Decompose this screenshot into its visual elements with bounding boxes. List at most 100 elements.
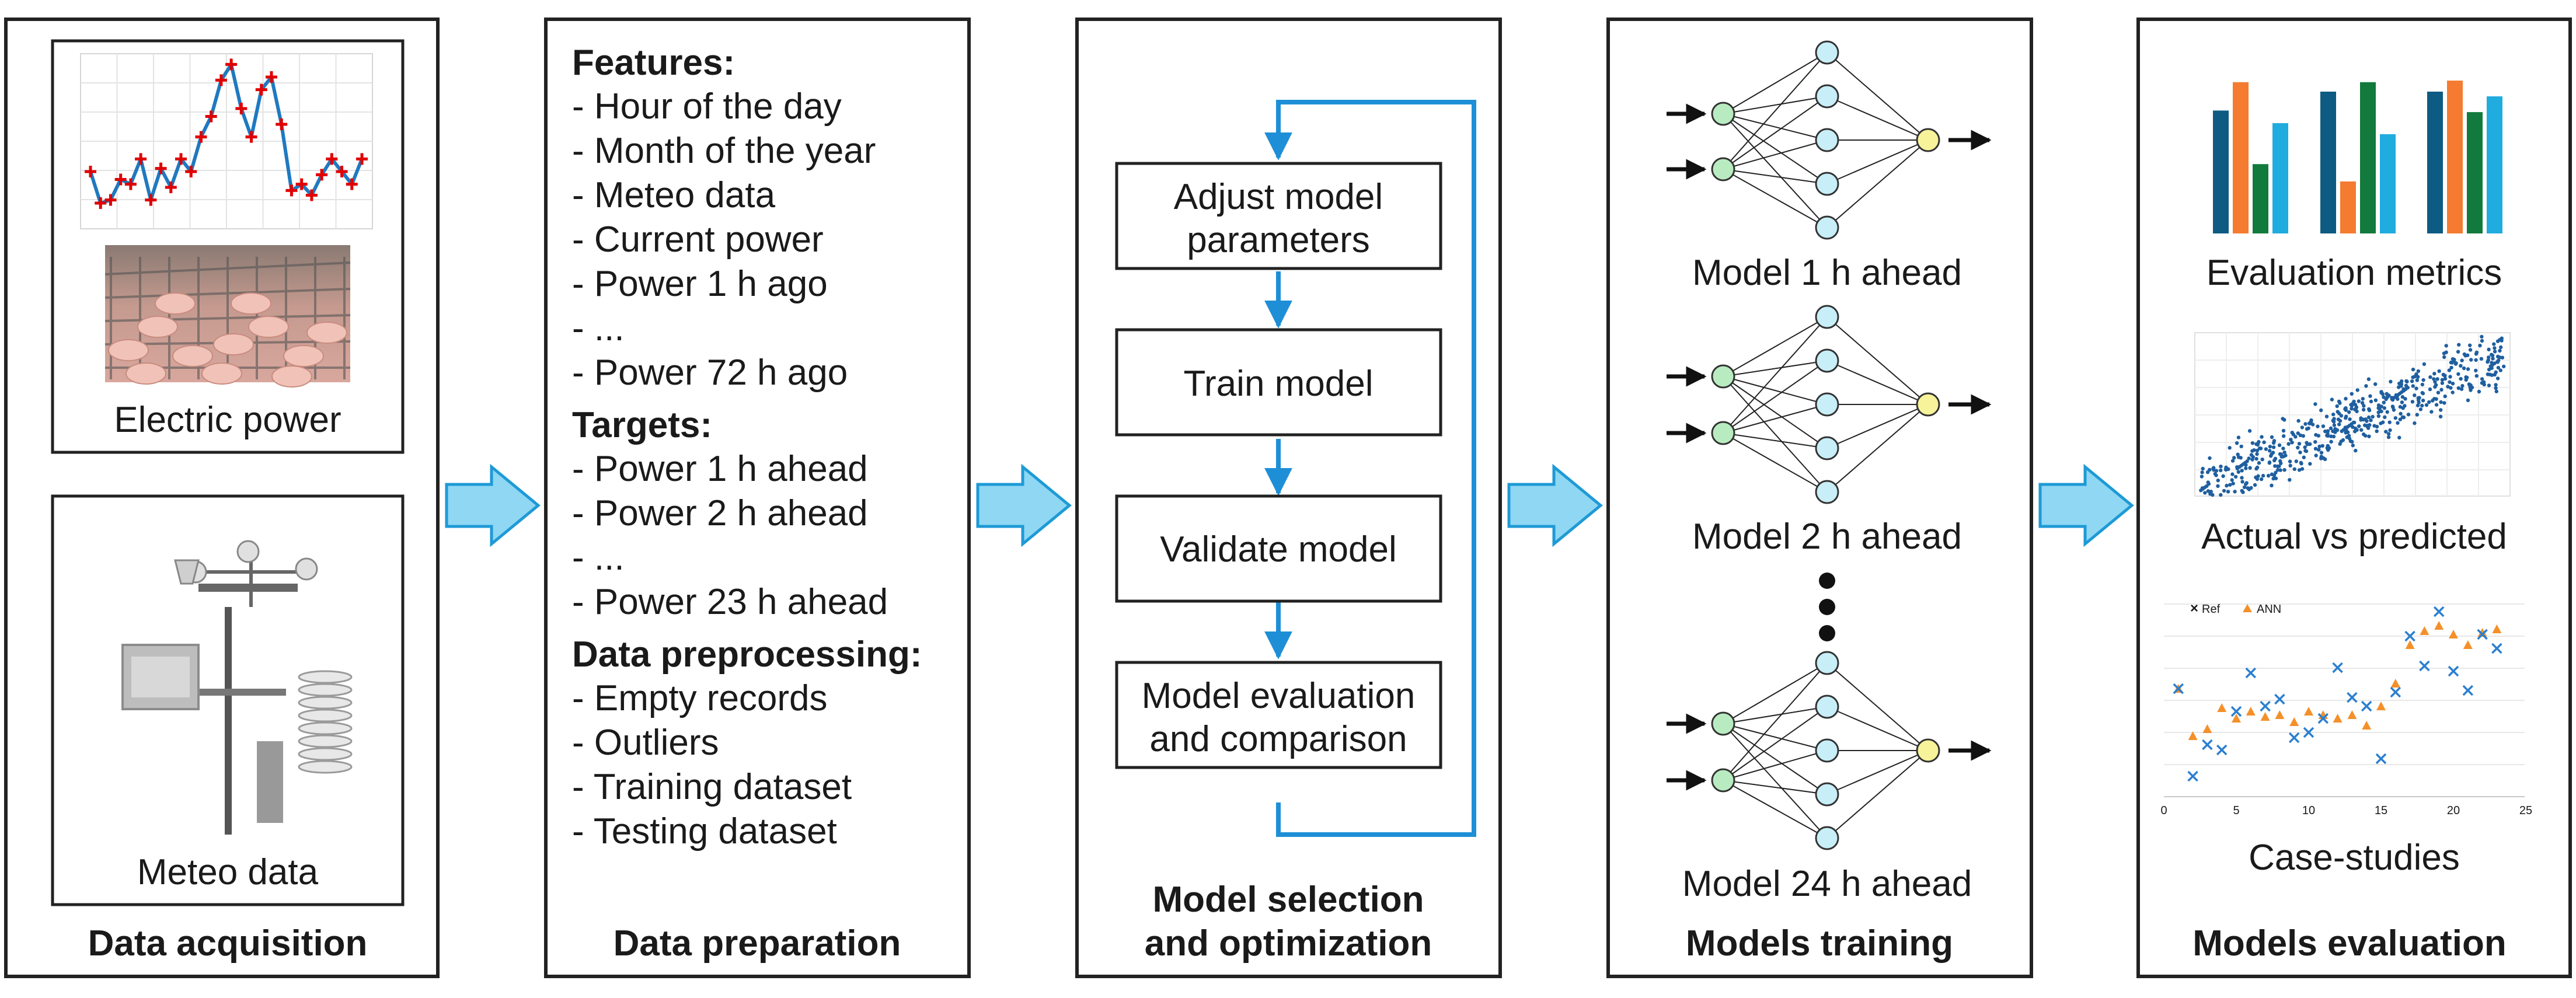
pig — [213, 333, 254, 355]
ref-marker — [2216, 744, 2228, 756]
pig — [201, 362, 242, 385]
ref-marker — [2419, 660, 2430, 672]
power-marker — [326, 153, 338, 165]
power-marker — [205, 110, 217, 123]
power-marker — [135, 153, 147, 165]
power-marker — [185, 166, 197, 177]
power-marker — [285, 184, 298, 197]
section-heading: Targets: — [572, 405, 712, 445]
power-marker — [266, 71, 277, 83]
hidden-node — [1815, 40, 1839, 65]
step-train: Train model — [1183, 364, 1373, 404]
step-adjust-line1: Adjust model — [1174, 177, 1383, 217]
metric-bar — [2272, 123, 2288, 233]
list-item: - Power 1 h ahead — [572, 449, 868, 489]
panel-models-evaluation: Evaluation metrics Actual vs predicted ×… — [2136, 18, 2572, 978]
case-tick-label: 25 — [2519, 804, 2532, 817]
list-item: - ... — [572, 538, 625, 578]
metric-bar — [2320, 92, 2336, 233]
electric-power-caption: Electric power — [114, 400, 341, 440]
section-heading: Features: — [572, 43, 735, 83]
legend-ref-label: Ref — [2202, 603, 2221, 616]
case-studies-caption: Case-studies — [2249, 838, 2460, 878]
pig — [126, 362, 166, 385]
feedback-loop — [1264, 100, 1476, 837]
power-marker — [245, 131, 257, 143]
ref-marker — [2274, 693, 2285, 705]
panel-data-preparation: Features:- Hour of the day- Month of the… — [544, 18, 971, 978]
ann-marker — [2434, 621, 2444, 630]
ann-marker — [2362, 721, 2372, 730]
block-arrow-1 — [445, 463, 541, 547]
ann-marker — [2333, 714, 2343, 723]
ann-marker — [2304, 707, 2313, 716]
panel-model-selection: Adjust model parameters Train model Vali… — [1075, 18, 1502, 978]
metric-bar — [2447, 81, 2463, 233]
model-1h-caption: Model 1 h ahead — [1692, 253, 1962, 293]
list-item: - Hour of the day — [572, 86, 842, 127]
list-item: - Power 1 h ago — [572, 264, 828, 304]
neural-network — [1667, 651, 1992, 850]
output-node — [1916, 738, 1940, 763]
ref-marker — [2317, 713, 2329, 724]
metric-bar — [2380, 134, 2396, 233]
hidden-node — [1815, 695, 1839, 719]
power-marker — [85, 166, 96, 177]
case-tick-label: 20 — [2447, 804, 2460, 817]
list-item: - Power 72 h ago — [572, 353, 848, 393]
input-node — [1711, 768, 1735, 793]
hidden-node — [1815, 84, 1839, 109]
hidden-node — [1815, 651, 1839, 675]
hidden-node — [1815, 436, 1839, 460]
ann-marker — [2376, 702, 2386, 710]
case-tick-label: 0 — [2160, 804, 2167, 817]
hidden-node — [1815, 392, 1839, 417]
ann-marker — [2260, 712, 2270, 721]
ref-marker — [2202, 739, 2213, 751]
input-node — [1711, 421, 1735, 445]
ann-marker — [2477, 628, 2487, 637]
power-marker — [255, 83, 267, 96]
evaluation-metrics-bar-chart — [2213, 81, 2502, 234]
power-marker — [175, 153, 187, 165]
ref-marker — [2347, 692, 2358, 703]
metric-bar — [2213, 110, 2229, 233]
metric-bar — [2487, 96, 2502, 233]
panel-data-acquisition: Electric power Meteo data Data acquisiti… — [4, 18, 440, 978]
power-marker — [225, 58, 238, 71]
list-item: - Power 23 h ahead — [572, 582, 888, 622]
models-training-title: Models training — [1686, 923, 1953, 964]
pig — [137, 316, 178, 338]
pig-barn-photo — [104, 245, 351, 388]
ref-marker — [2462, 685, 2474, 696]
power-marker — [195, 131, 207, 143]
hidden-node — [1815, 826, 1839, 850]
power-marker — [346, 178, 358, 190]
list-item: - Outliers — [572, 723, 719, 763]
power-marker — [155, 162, 167, 175]
output-node — [1916, 392, 1940, 417]
power-marker — [336, 166, 348, 177]
ann-marker — [2246, 707, 2256, 716]
ann-marker — [2202, 724, 2212, 733]
step-box-adjust — [1115, 162, 1442, 270]
power-marker — [104, 194, 117, 206]
ref-marker — [2477, 629, 2488, 640]
list-item: - Month of the year — [572, 131, 876, 171]
power-marker — [114, 173, 127, 186]
pig — [283, 345, 324, 367]
ref-marker — [2448, 665, 2459, 677]
hidden-node — [1815, 782, 1839, 807]
list-item: - Testing dataset — [572, 811, 837, 852]
section-heading: Data preprocessing: — [572, 634, 922, 675]
ann-marker — [2420, 626, 2429, 635]
power-marker — [305, 189, 318, 201]
power-marker — [95, 197, 107, 209]
ref-marker — [2491, 643, 2502, 654]
output-node — [1916, 128, 1940, 152]
ann-marker — [2405, 640, 2415, 649]
hidden-node — [1815, 128, 1839, 152]
neural-network — [1667, 40, 1992, 240]
ellipsis-dot — [1819, 573, 1835, 589]
ann-marker — [2289, 717, 2299, 726]
